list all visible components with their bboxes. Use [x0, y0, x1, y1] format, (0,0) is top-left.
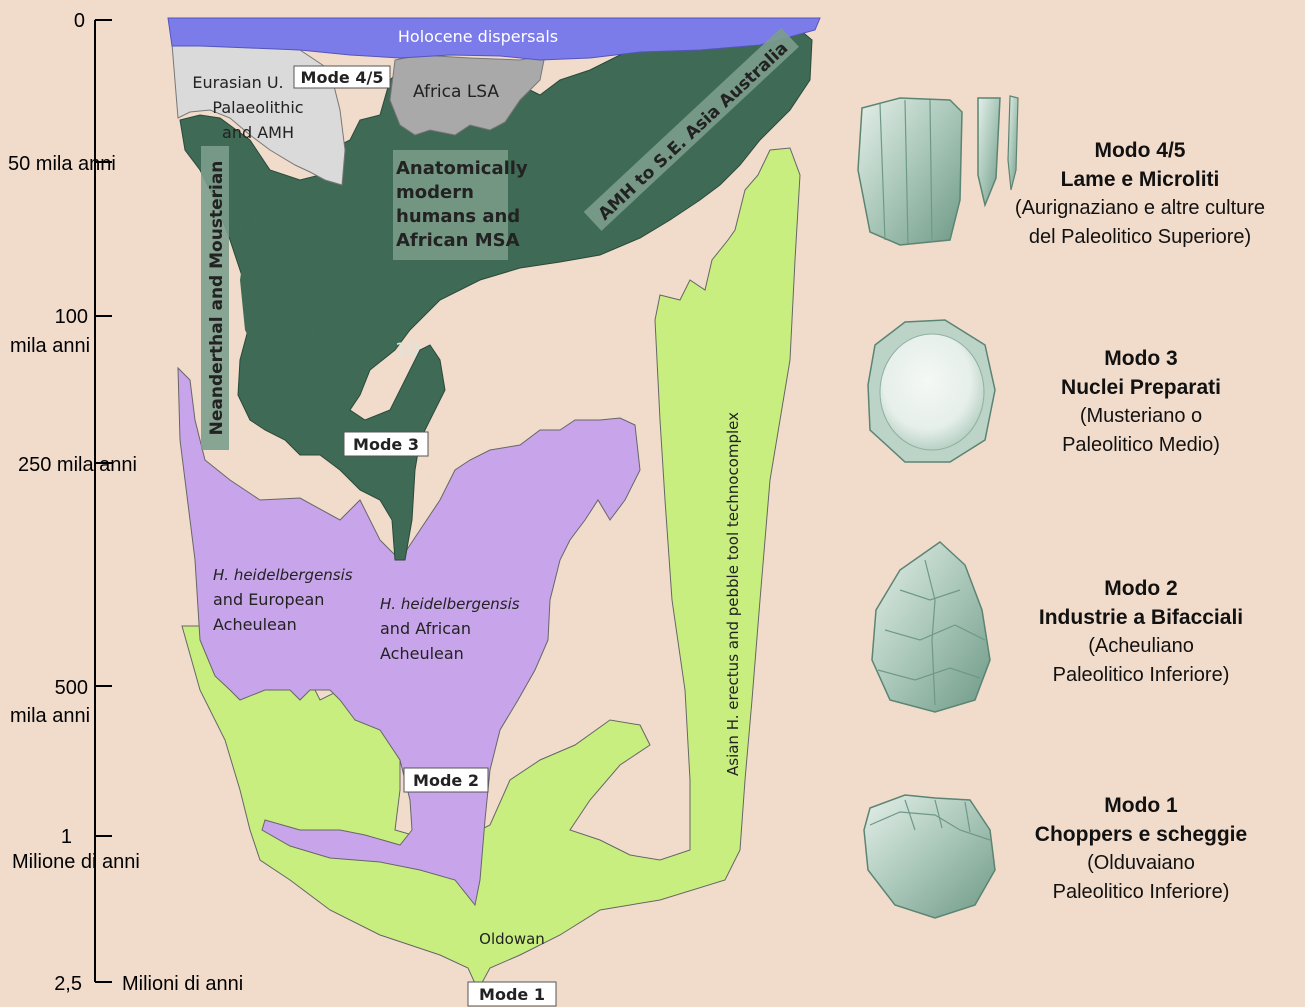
label-africa-lsa: Africa LSA	[413, 82, 499, 102]
mode3-branch-mid	[280, 285, 320, 420]
heid-af-line-2: and African	[380, 619, 471, 638]
tick-1m: 1	[61, 826, 72, 848]
label-mode3-box: Mode 3	[344, 432, 428, 456]
label-mode3: Mode 3	[353, 435, 419, 454]
label-neanderthal-box: Neanderthal and Mousterian	[201, 146, 229, 450]
tool-mode2-text: Modo 2 Industrie a Bifacciali (Acheulian…	[1000, 574, 1282, 690]
chopper-tool-icon	[864, 795, 995, 918]
heid-eu-line-2: and European	[213, 590, 324, 609]
eurasian-line-3: and AMH	[222, 123, 294, 142]
tool-mode45-title-2: Lame e Microliti	[980, 165, 1300, 194]
label-ten: 10	[395, 339, 419, 361]
tick-100k: 100	[55, 306, 88, 328]
tool-mode3-desc-1: (Musteriano o	[1000, 402, 1282, 431]
label-mode45-box: Mode 4/5	[294, 66, 390, 88]
tool-mode1-title-1: Modo 1	[1000, 791, 1282, 820]
eurasian-line-2: Palaeolithic	[212, 98, 303, 117]
tool-mode45-desc-2: del Paleolitico Superiore)	[980, 223, 1300, 252]
label-neanderthal: Neanderthal and Mousterian	[207, 161, 227, 436]
heid-eu-line-3: Acheulean	[213, 615, 297, 634]
label-mode2: Mode 2	[413, 771, 479, 790]
label-mode45: Mode 4/5	[301, 68, 384, 87]
amh-line-1: Anatomically	[396, 158, 528, 179]
eurasian-line-1: Eurasian U.	[192, 73, 283, 92]
label-oldowan: Oldowan	[479, 930, 545, 948]
heid-af-line-3: Acheulean	[380, 644, 464, 663]
prepared-core-icon	[868, 320, 995, 462]
amh-line-4: African MSA	[396, 230, 520, 251]
tool-mode2-title-2: Industrie a Bifacciali	[1000, 603, 1282, 632]
label-mode2-box: Mode 2	[404, 768, 488, 792]
tool-mode1-desc-2: Paleolitico Inferiore)	[1000, 878, 1282, 907]
label-mode1-box: Mode 1	[468, 982, 556, 1006]
tick-100k-unit: mila anni	[10, 335, 90, 357]
tool-mode3-text: Modo 3 Nuclei Preparati (Musteriano o Pa…	[1000, 344, 1282, 460]
label-amh-box: Anatomically modern humans and African M…	[393, 150, 528, 260]
tool-mode45-title-1: Modo 4/5	[980, 136, 1300, 165]
tool-mode2-desc-1: (Acheuliano	[1000, 632, 1282, 661]
handaxe-tool-icon	[872, 542, 990, 712]
heid-af-line-1: H. heidelbergensis	[380, 595, 520, 613]
label-mode1: Mode 1	[479, 985, 545, 1004]
tick-500k-unit: mila anni	[10, 705, 90, 727]
tool-mode2-desc-2: Paleolitico Inferiore)	[1000, 661, 1282, 690]
tick-2-5m: 2,5	[54, 973, 82, 995]
tick-50k: 50 mila anni	[8, 153, 116, 175]
tick-500k: 500	[55, 677, 88, 699]
label-holocene: Holocene dispersals	[398, 27, 558, 46]
tick-2-5m-unit: Milioni di anni	[122, 973, 243, 995]
tool-mode1-text: Modo 1 Choppers e scheggie (Olduvaiano P…	[1000, 791, 1282, 907]
heid-eu-line-1: H. heidelbergensis	[213, 566, 353, 584]
label-asian-erectus: Asian H. erectus and pebble tool technoc…	[724, 412, 742, 776]
amh-line-2: modern	[396, 182, 474, 203]
tool-mode1-desc-1: (Olduvaiano	[1000, 849, 1282, 878]
tool-mode45-desc-1: (Aurignaziano e altre culture	[980, 194, 1300, 223]
tick-250k: 250 mila anni	[18, 454, 137, 476]
tool-mode2-title-1: Modo 2	[1000, 574, 1282, 603]
tool-mode3-desc-2: Paleolitico Medio)	[1000, 431, 1282, 460]
tick-0: 0	[74, 10, 85, 32]
tool-mode3-title-1: Modo 3	[1000, 344, 1282, 373]
tool-mode1-title-2: Choppers e scheggie	[1000, 820, 1282, 849]
tool-mode3-title-2: Nuclei Preparati	[1000, 373, 1282, 402]
tool-mode45-text: Modo 4/5 Lame e Microliti (Aurignaziano …	[980, 136, 1300, 252]
amh-line-3: humans and	[396, 206, 520, 227]
tick-1m-unit: Milione di anni	[12, 851, 140, 873]
